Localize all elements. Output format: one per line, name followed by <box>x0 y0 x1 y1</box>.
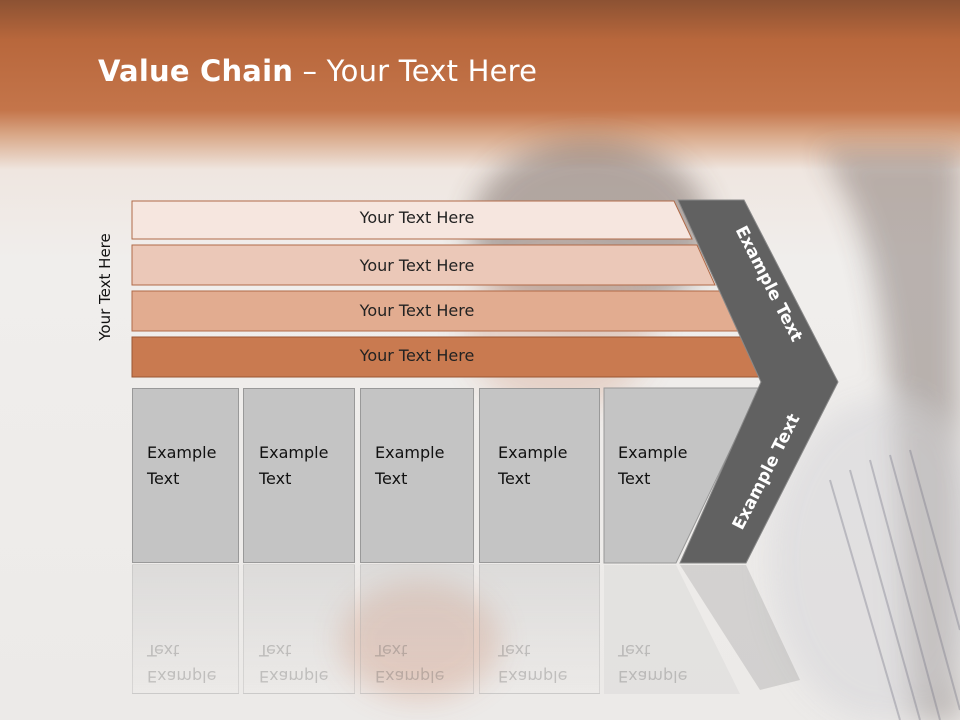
title-bold: Value Chain <box>98 54 294 88</box>
band-2 <box>131 244 716 286</box>
activity-box-1 <box>132 388 239 563</box>
activity-box-3 <box>360 388 474 563</box>
band-1 <box>131 200 693 240</box>
box-4-reflection <box>479 564 600 694</box>
chevron-arrow <box>677 199 839 564</box>
activity-box-4 <box>479 388 600 563</box>
activity-box-2 <box>243 388 355 563</box>
slide-title: Value Chain – Your Text Here <box>98 54 537 88</box>
box-3-reflection <box>360 564 474 694</box>
chevron-reflection <box>680 565 800 690</box>
title-rest: – Your Text Here <box>293 54 538 88</box>
band-3-label: Your Text Here <box>359 301 475 320</box>
box-2-reflection <box>243 564 355 694</box>
last-box <box>603 387 761 564</box>
band-1-label: Your Text Here <box>359 208 475 227</box>
band-4-label: Your Text Here <box>359 346 475 365</box>
box-1-reflection <box>132 564 239 694</box>
last-box-reflection <box>604 565 740 694</box>
band-2-label: Your Text Here <box>359 256 475 275</box>
